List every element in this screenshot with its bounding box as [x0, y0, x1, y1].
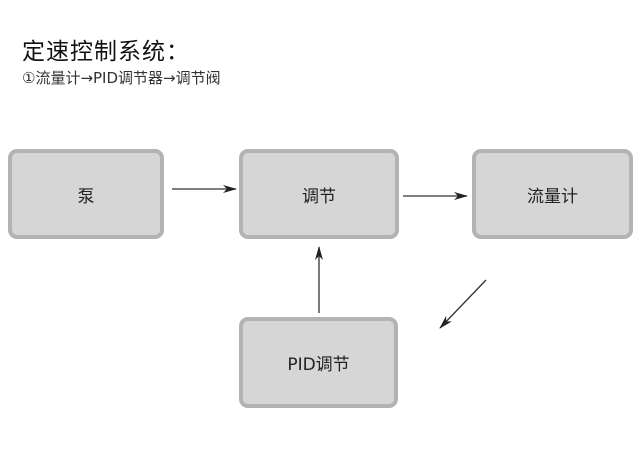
node-pid: PID调节: [239, 317, 398, 408]
arrow-flowmeter-to-pid: [439, 279, 487, 329]
node-flowmeter: 流量计: [472, 149, 633, 239]
node-pump: 泵: [8, 149, 164, 239]
diagram-subtitle: ①流量计→PID调节器→调节阀: [22, 69, 221, 87]
node-pump-label: 泵: [77, 186, 95, 207]
node-regulator: 调节: [239, 149, 399, 239]
node-regulator-label: 调节: [302, 186, 336, 207]
node-pid-label: PID调节: [287, 355, 350, 375]
diagram-title: 定速控制系统：: [22, 39, 190, 65]
node-flowmeter-label: 流量计: [527, 186, 578, 207]
